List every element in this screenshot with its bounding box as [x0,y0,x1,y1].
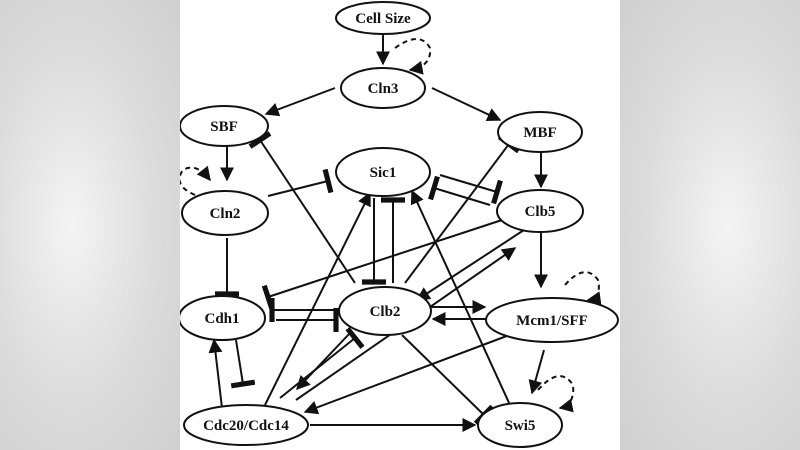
node-cln2: Cln2 [181,190,269,236]
edge-cdc20-cdh1 [208,338,223,409]
edge-cln3-sbf [264,87,336,117]
blurred-background-right [620,0,800,450]
node-label-cln3: Cln3 [368,81,399,97]
edge-cdc20-sic1 [264,191,371,406]
node-sbf: SBF [180,105,269,147]
node-label-cdh1: Cdh1 [204,311,239,327]
node-label-sic1: Sic1 [370,165,397,181]
node-label-cell-size: Cell Size [355,11,411,27]
edge-clb2-cdc20 [296,332,351,391]
regulatory-network-diagram: Cell Size Cln3 SBF MBF Sic1 Cln2 [180,1,619,448]
node-label-mbf: MBF [523,125,556,141]
node-label-swi5: Swi5 [505,418,536,434]
edge-clb5-clb2 [415,227,528,301]
node-label-cdc20-cdc14: Cdc20/Cdc14 [203,418,289,434]
mcm1-self-degradation [564,271,602,306]
edge-clb5-sic1-b [428,175,491,206]
node-cdc20-cdc14: Cdc20/Cdc14 [183,404,309,446]
edge-clb2-sbf [248,131,356,284]
cln2-self-degradation [180,165,211,196]
cln3-self-degradation [394,38,432,75]
node-clb5: Clb5 [496,189,584,233]
edge-sic1-clb5-a [439,174,503,205]
edge-clb5-cdh1 [261,219,503,310]
node-label-clb5: Clb5 [525,204,556,220]
node-swi5: Swi5 [477,402,563,448]
node-label-mcm1-sff: Mcm1/SFF [516,313,588,329]
node-label-clb2: Clb2 [370,304,401,320]
self-degradation-loops [180,38,602,413]
edge-mcm1-cdc20 [303,333,513,415]
node-sic1: Sic1 [335,147,431,197]
node-label-cln2: Cln2 [210,206,241,222]
node-cln3: Cln3 [340,67,426,109]
edge-swi5-sic1 [410,189,511,406]
nodes: Cell Size Cln3 SBF MBF Sic1 Cln2 [180,1,619,448]
node-mcm1-sff: Mcm1/SFF [485,297,619,343]
node-label-sbf: SBF [210,119,238,135]
swi5-self-degradation [537,375,575,413]
node-mbf: MBF [497,111,583,153]
node-clb2: Clb2 [338,286,432,336]
edge-cdh1-cdc20 [230,339,256,389]
edge-cln3-mbf [431,87,502,121]
edge-cln2-sic1 [267,168,334,197]
edge-clb2-swi5 [401,334,495,426]
edge-clb2-mbf [404,134,521,284]
node-cell-size: Cell Size [335,1,431,35]
network-diagram-panel: Cell Size Cln3 SBF MBF Sic1 Cln2 [180,0,620,450]
edge-cdc20-clb2 [279,327,365,399]
edge-mcm1-swi5 [528,349,545,395]
blurred-background-left [0,0,180,450]
node-cdh1: Cdh1 [180,295,266,341]
